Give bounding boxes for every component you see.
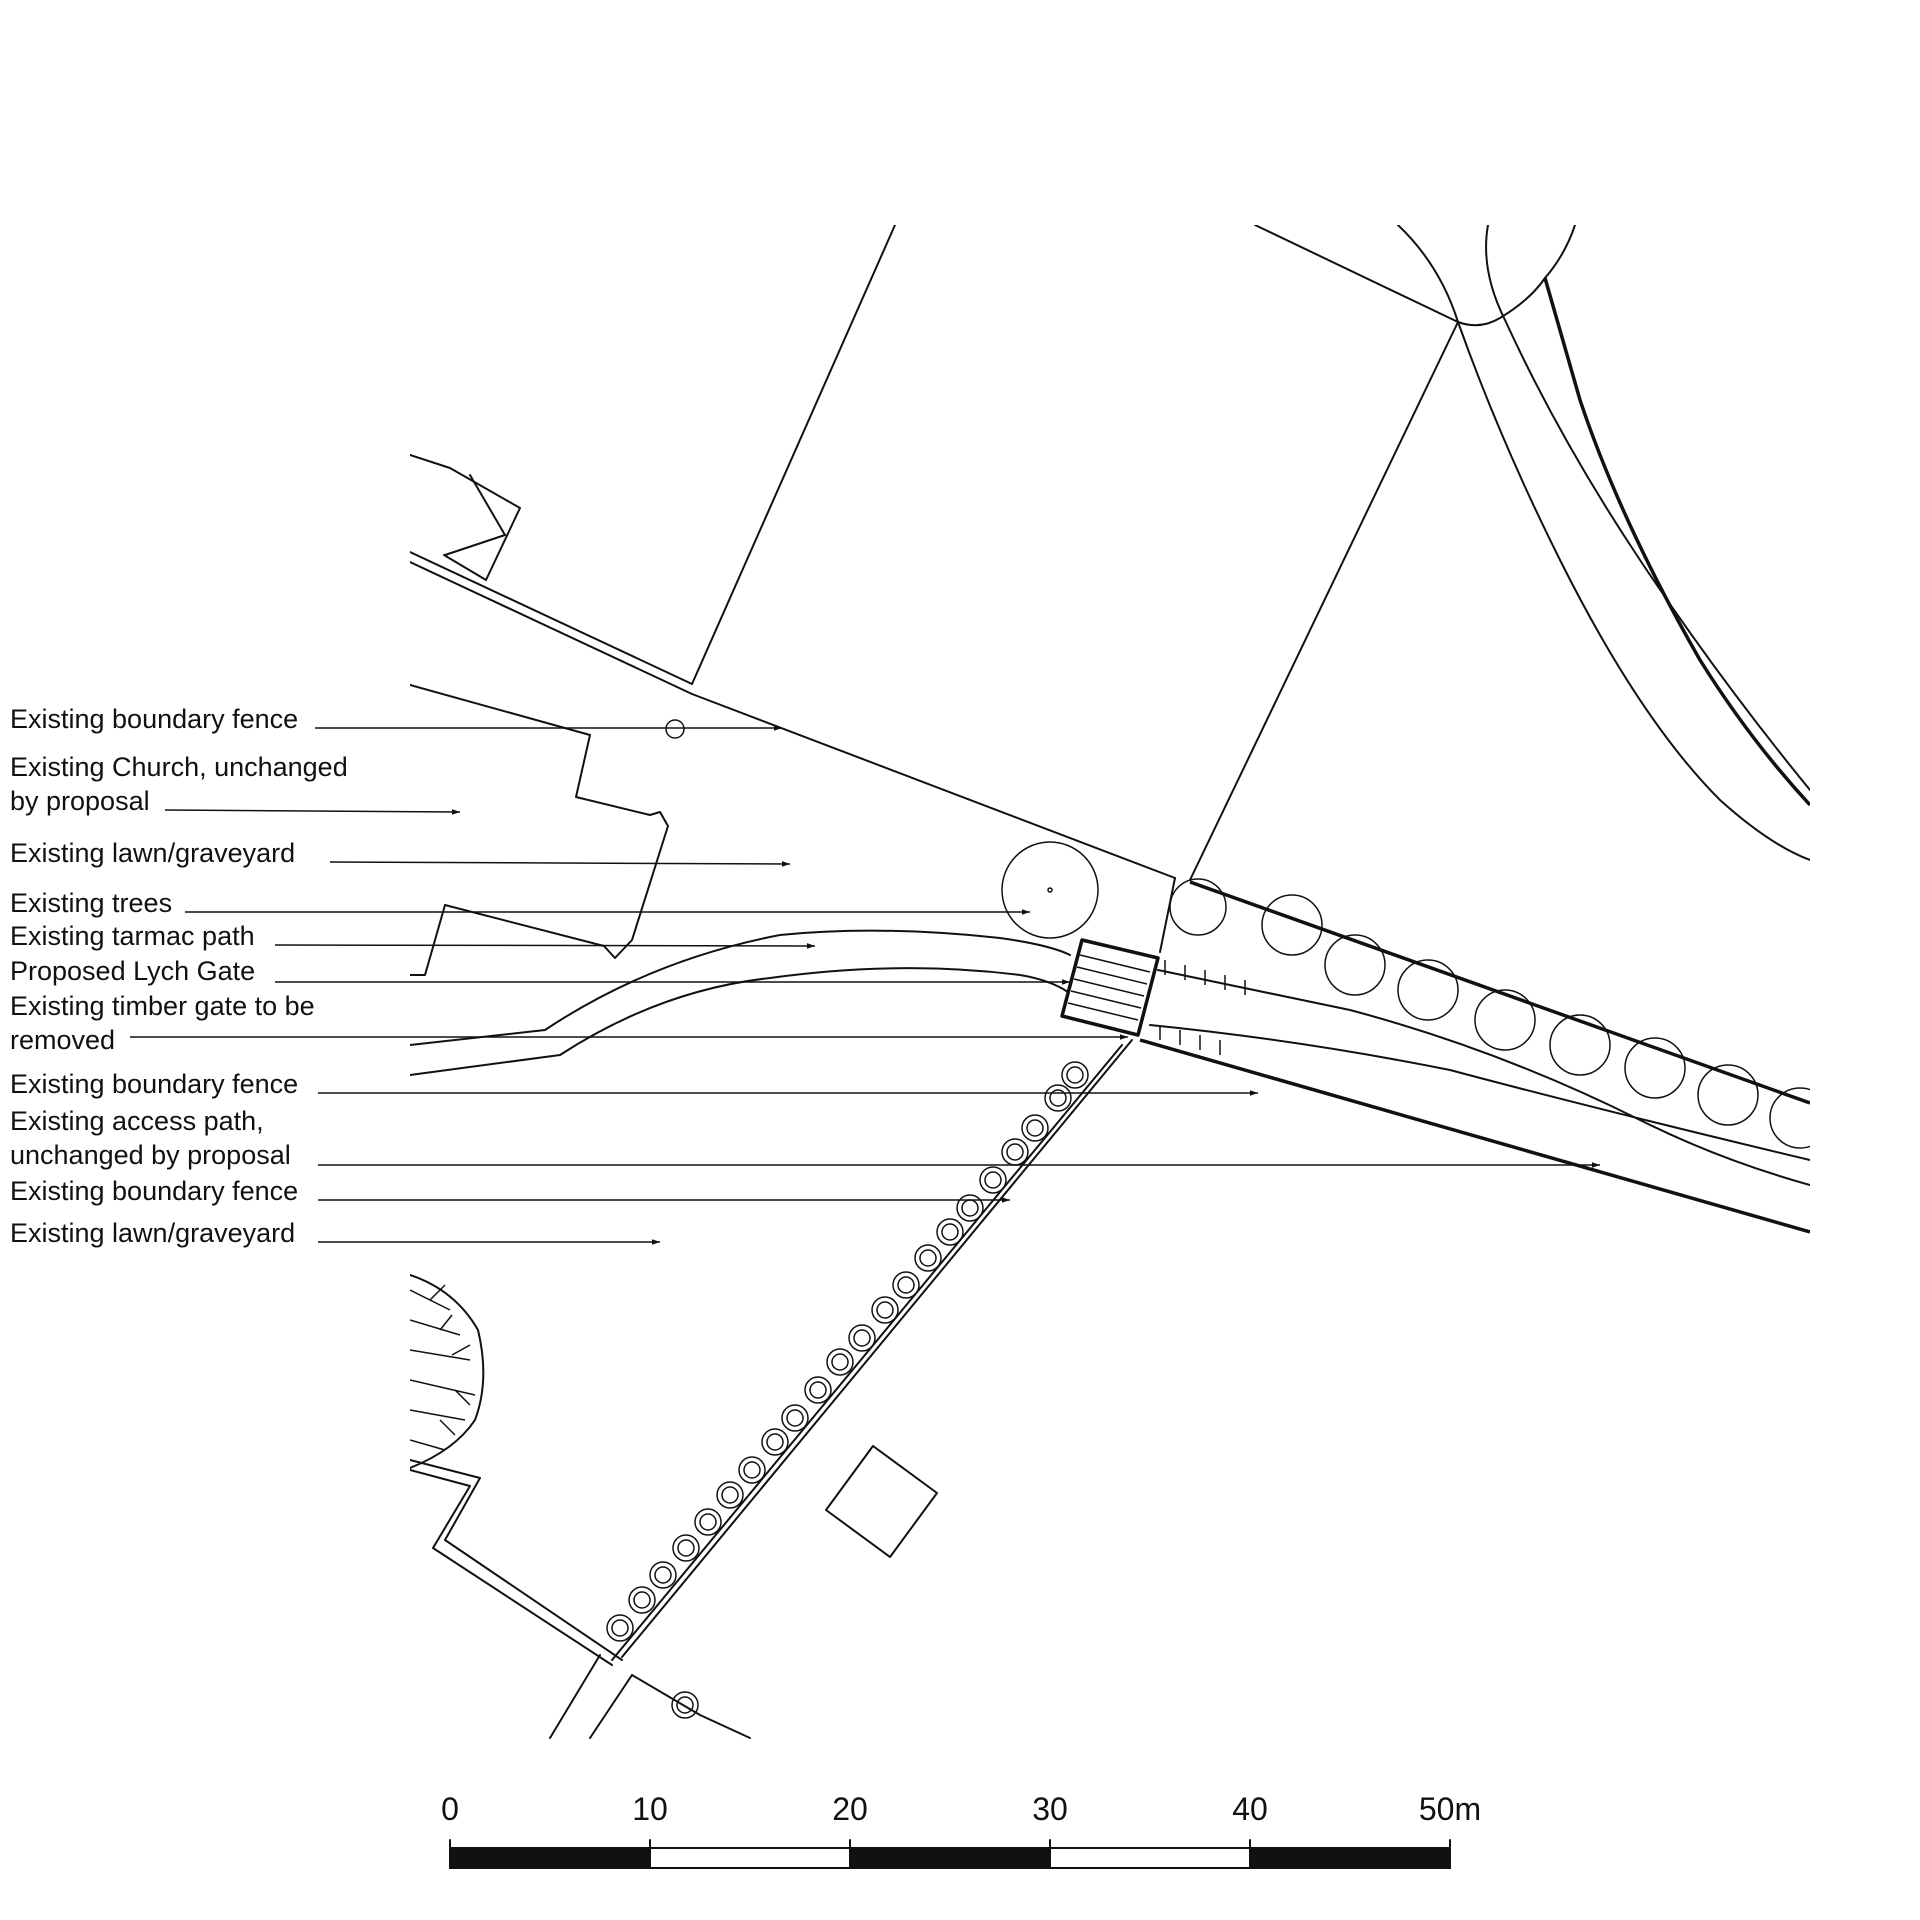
label-line: Existing access path,: [10, 1106, 264, 1136]
scale-tick-label: 0: [441, 1791, 459, 1827]
post-symbol: [665, 719, 685, 739]
label-line: Existing lawn/graveyard: [10, 1218, 295, 1248]
scale-segment: [849, 1847, 1051, 1869]
scale-segment: [1249, 1847, 1451, 1869]
label-timber-gate: Existing timber gate to be removed: [10, 991, 315, 1055]
plan-linework: [410, 225, 1810, 1739]
label-line: Existing boundary fence: [10, 1176, 298, 1206]
label-lawn-graveyard-2: Existing lawn/graveyard: [10, 1218, 295, 1248]
tree-row: [1169, 878, 1810, 1149]
label-line: Existing trees: [10, 888, 172, 918]
label-trees: Existing trees: [10, 888, 172, 918]
hedge-row: [606, 1061, 1089, 1719]
label-line: by proposal: [10, 786, 150, 816]
lych-gate-symbol: [1060, 938, 1160, 1037]
label-lych-gate: Proposed Lych Gate: [10, 956, 255, 986]
label-church: Existing Church, unchanged by proposal: [10, 752, 348, 816]
scale-segment: [649, 1847, 851, 1869]
scale-segment: [1049, 1847, 1251, 1869]
label-line: Existing lawn/graveyard: [10, 838, 295, 868]
label-lawn-graveyard-1: Existing lawn/graveyard: [10, 838, 295, 868]
label-line: Existing boundary fence: [10, 1069, 298, 1099]
scale-tick-label: 30: [1032, 1791, 1068, 1827]
label-line: removed: [10, 1025, 115, 1055]
existing-tree-sketch: [410, 1274, 485, 1469]
label-line: Existing boundary fence: [10, 704, 298, 734]
label-line: unchanged by proposal: [10, 1140, 291, 1170]
label-line: Existing tarmac path: [10, 921, 255, 951]
label-access-path: Existing access path, unchanged by propos…: [10, 1106, 291, 1170]
scale-tick-label: 50m: [1419, 1791, 1481, 1827]
scale-tick-label: 40: [1232, 1791, 1268, 1827]
label-line: Existing Church, unchanged: [10, 752, 348, 782]
label-tarmac-path: Existing tarmac path: [10, 921, 255, 951]
scale-tick-label: 10: [632, 1791, 668, 1827]
label-boundary-fence-1: Existing boundary fence: [10, 704, 298, 734]
path-posts: [1159, 960, 1246, 1055]
scale-tick-label: 20: [832, 1791, 868, 1827]
label-line: Existing timber gate to be: [10, 991, 315, 1021]
scale-segment: [449, 1847, 651, 1869]
label-line: Proposed Lych Gate: [10, 956, 255, 986]
existing-tree: [1001, 841, 1099, 939]
annotation-labels: Existing boundary fence Existing Church,…: [10, 704, 1600, 1248]
label-boundary-fence-2: Existing boundary fence: [10, 1069, 298, 1099]
label-boundary-fence-3: Existing boundary fence: [10, 1176, 298, 1206]
scale-bar: 0 10 20 30 40 50m: [441, 1791, 1481, 1869]
